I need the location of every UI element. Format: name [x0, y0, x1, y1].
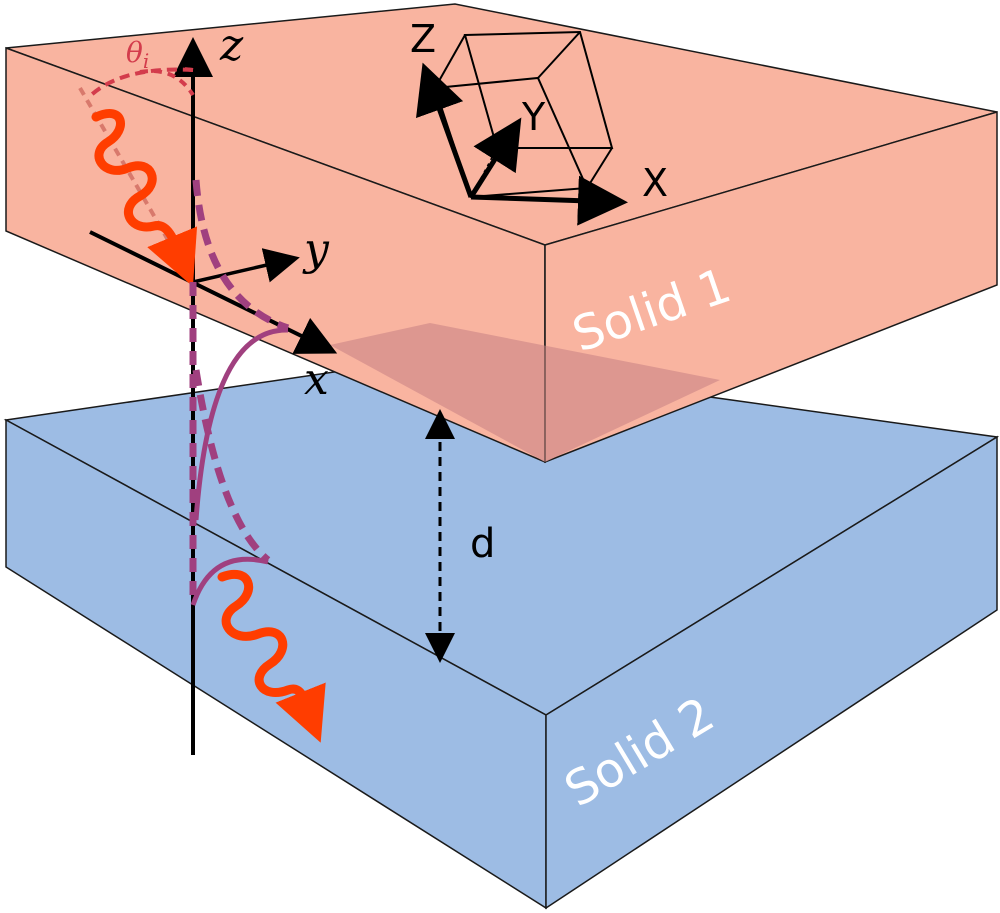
crystal-axes [416, 62, 628, 226]
mode-curves [189, 179, 290, 606]
solid-2-right-face [545, 435, 998, 910]
axis-x-label: x [304, 354, 329, 405]
x-axis-line [89, 230, 338, 354]
mode-curve-dashed-lower [192, 369, 271, 563]
theta-label: θi [126, 36, 149, 73]
crystal-y-axis [468, 117, 522, 199]
mode-curve-dashed-top [192, 179, 290, 332]
gap-label: d [470, 521, 495, 567]
crystal-z-axis [416, 62, 474, 198]
incoming-wave-icon [91, 109, 198, 287]
crystal-x-label: X [642, 161, 668, 205]
crystal-y-label: Y [521, 95, 546, 139]
axis-z-label: z [219, 20, 244, 71]
theta-symbol: θ [126, 36, 143, 69]
angle-arc [86, 67, 194, 100]
overlap-shadow [330, 323, 720, 462]
y-axis-line [192, 248, 300, 284]
axis-y-label: y [302, 224, 330, 275]
theta-subscript: i [143, 49, 149, 73]
transmitted-wave-icon [217, 569, 326, 743]
mode-curve-solid-upper [193, 327, 289, 521]
mode-curve-solid-lower [190, 556, 269, 606]
angle-arc-right [139, 67, 195, 97]
crystal-z-label: Z [410, 17, 436, 61]
crystal-x-axis [470, 175, 628, 226]
